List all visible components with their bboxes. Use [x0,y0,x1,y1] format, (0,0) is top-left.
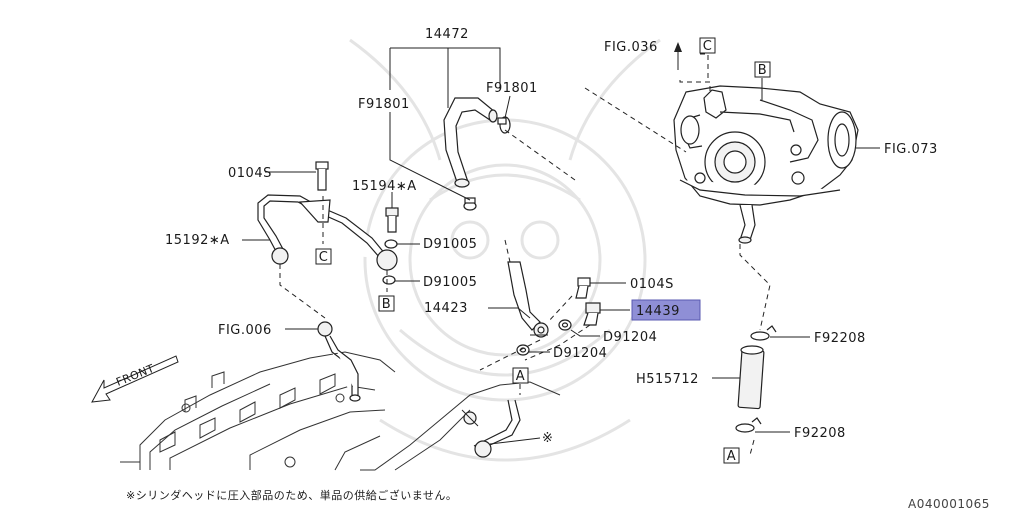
svg-text:C: C [703,39,713,54]
clamp-f92208-top [750,325,777,341]
label-d91005-bottom: D91005 [423,275,477,290]
turbocharger [673,85,859,244]
label-d91204-left: D91204 [553,346,607,361]
svg-text:A: A [516,369,525,384]
ref-box-c-top: C [699,37,716,54]
bolt-0104s-mid [575,277,591,299]
label-fig073: FIG.073 [884,142,938,157]
bolt-15194a [385,207,399,233]
label-asterisk: ※ [542,431,553,446]
gasket-d91204-right [558,319,572,331]
diagram-code: A040001065 [908,497,990,511]
label-f92208-bottom: F92208 [794,426,846,441]
label-d91204-right: D91204 [603,330,657,345]
label-h515712: H515712 [636,372,699,387]
watermark-emblem [349,38,661,462]
label-d91005-top: D91005 [423,237,477,252]
leader-lines [242,47,880,445]
label-f92208-top: F92208 [814,331,866,346]
label-15192a: 15192∗A [165,233,230,248]
head-oil-tube [461,399,521,458]
svg-text:C: C [319,250,329,265]
dashed-connections [279,53,771,456]
label-f91801-right: F91801 [486,81,538,96]
label-14439-highlight[interactable]: 14439 [631,299,701,321]
svg-text:14439: 14439 [636,304,680,319]
label-0104s-mid: 0104S [630,277,674,292]
oil-tube-15192a [257,194,398,271]
label-fig036: FIG.036 [604,40,658,55]
washer-d91005-top [384,239,398,249]
gasket-d91204-left [516,344,530,356]
clamp-f91801-lower [463,197,477,211]
ref-box-b-mid: B [378,295,395,312]
ref-box-a-mid: A [512,367,529,384]
pipe-14423 [507,261,549,338]
washer-d91005-bottom [382,275,396,285]
footnote: ※シリンダヘッドに圧入部品のため、単品の供給ございません。 [126,488,457,502]
hose-14472 [443,97,498,188]
label-fig006: FIG.006 [218,323,272,338]
label-f91801-left: F91801 [358,97,410,112]
label-14472: 14472 [425,27,469,42]
bolt-0104s-top [315,161,329,191]
union-bolt-14439 [583,302,601,326]
ref-box-b-top: B [754,61,771,78]
clamp-f91801 [497,116,511,134]
front-arrow [91,355,179,403]
fig036-arrow [674,42,682,70]
svg-text:B: B [382,297,391,312]
clamp-f92208-bottom [735,417,762,433]
pipe-fig006 [317,321,361,402]
hose-h515712 [737,345,765,410]
label-front: FRONT [114,362,156,389]
svg-text:B: B [758,63,767,78]
svg-text:A: A [727,449,736,464]
label-0104s-top: 0104S [228,166,272,181]
ref-box-a-bottom: A [723,447,740,464]
label-14423: 14423 [424,301,468,316]
label-15194a: 15194∗A [352,179,417,194]
ref-box-c-mid: C [315,248,332,265]
